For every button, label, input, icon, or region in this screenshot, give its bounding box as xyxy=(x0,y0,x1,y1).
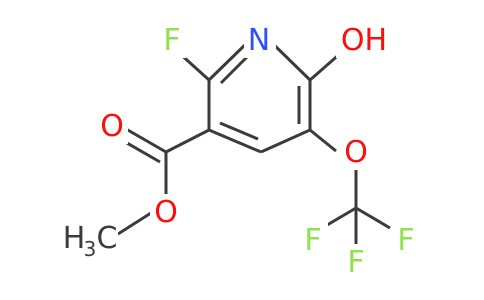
atom-f-top: F xyxy=(347,245,364,280)
atom-methyl-h: H xyxy=(63,221,86,256)
bond-c5-oether xyxy=(309,128,337,153)
atom-o-ester: O xyxy=(154,195,178,230)
bond-c2-n1 xyxy=(207,38,252,82)
bond-c3-ccarbonyl xyxy=(165,128,210,154)
bond-oester-methyl xyxy=(117,211,152,236)
atom-f-ring: F xyxy=(163,23,180,58)
atom-oh: OH xyxy=(341,23,387,58)
bond-ccf3-fright xyxy=(355,206,391,230)
atom-f-left: F xyxy=(304,223,321,258)
atom-o-carbonyl: O xyxy=(100,109,124,144)
atom-n-ring: N xyxy=(248,23,270,58)
atom-o-ether: O xyxy=(344,135,368,170)
bond-c4-c3-inner xyxy=(219,121,259,141)
atom-labels: N F OH O O H 3 C O F F F xyxy=(62,22,420,280)
atom-methyl-c: C xyxy=(97,221,118,256)
bond-c4-c3 xyxy=(208,128,262,154)
atom-f-right: F xyxy=(397,223,414,258)
bond-ccarbonyl-ocarbonyl xyxy=(125,127,167,154)
atom-methyl-subscript: 3 xyxy=(84,237,97,261)
bond-c5-c4 xyxy=(260,128,311,154)
